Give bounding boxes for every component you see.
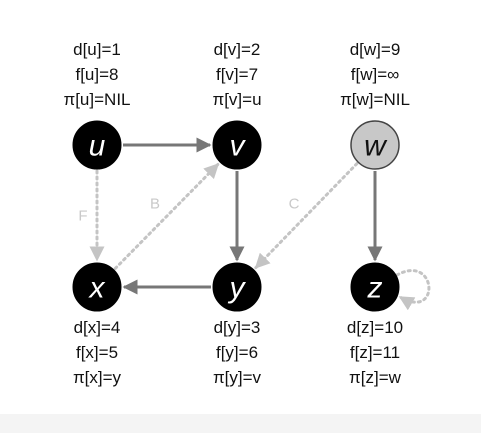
node-label-z: z [367, 272, 383, 305]
edge-label-C: C [289, 196, 300, 213]
node-z [350, 262, 400, 312]
annotation-y-1: f[y]=6 [216, 343, 258, 362]
edge-w-y [254, 162, 359, 270]
annotation-y-2: π[y]=v [213, 368, 262, 387]
self-loop-z [395, 269, 431, 311]
node-x [72, 262, 122, 312]
annotation-v-2: π[v]=u [212, 90, 261, 109]
edge-label-F: F [78, 208, 87, 225]
footer-band [0, 414, 481, 433]
annotation-w-0: d[w]=9 [350, 40, 401, 59]
annotations-layer: d[u]=1 f[u]=8 π[u]=NIL d[v]=2 f[v]=7 π[v]=u d[… [63, 40, 409, 387]
annotation-z-1: f[z]=11 [350, 343, 400, 362]
node-u [72, 120, 122, 170]
node-label-x: x [88, 272, 106, 305]
annotation-x-2: π[x]=y [73, 368, 122, 387]
annotation-u-1: f[u]=8 [75, 65, 118, 84]
edge-x-v [113, 162, 220, 270]
annotation-u-2: π[u]=NIL [63, 90, 130, 109]
annotation-w-2: π[w]=NIL [340, 90, 410, 109]
node-label-y: y [228, 272, 247, 305]
node-label-w: w [364, 130, 388, 163]
annotation-z-0: d[z]=10 [347, 318, 403, 337]
annotation-u-0: d[u]=1 [73, 40, 121, 59]
node-label-v: v [230, 130, 247, 163]
node-v [212, 120, 262, 170]
annotation-x-0: d[x]=4 [74, 318, 121, 337]
nodes-layer: u v w x y z [72, 120, 400, 312]
annotation-w-1: f[w]=∞ [351, 65, 400, 84]
annotation-z-2: π[z]=w [349, 368, 402, 387]
annotation-v-1: f[v]=7 [216, 65, 258, 84]
node-y [212, 262, 262, 312]
node-label-u: u [89, 130, 106, 163]
edge-label-B: B [150, 196, 160, 213]
annotation-x-1: f[x]=5 [76, 343, 118, 362]
node-w [350, 120, 400, 170]
annotation-v-0: d[v]=2 [214, 40, 261, 59]
annotation-y-0: d[y]=3 [214, 318, 261, 337]
